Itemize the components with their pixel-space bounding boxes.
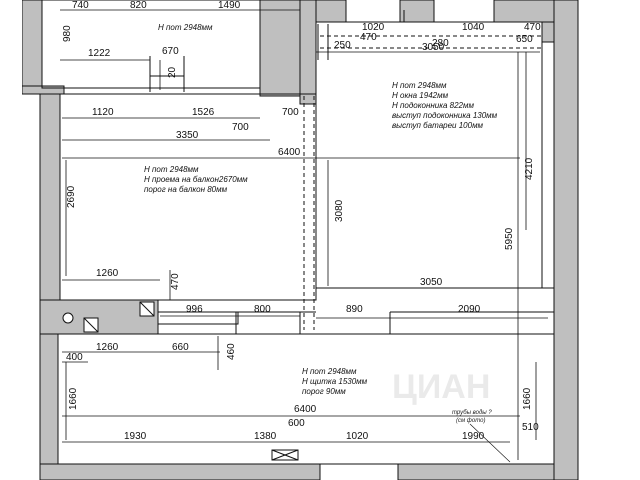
dim-4210: 4210: [524, 157, 535, 180]
dim-20: 20: [167, 66, 178, 78]
note-bedroom-5: выступ батареи 100мм: [392, 121, 484, 130]
watermark-logo: ЦИАН: [392, 368, 490, 406]
wall-top-right-1: [315, 0, 347, 23]
note-bedroom-2: Н окна 1942мм: [392, 91, 449, 100]
pipes-leader: [469, 423, 511, 463]
dim-1660-right: 1660: [522, 387, 533, 410]
dim-1526: 1526: [192, 107, 215, 118]
dim-670: 670: [162, 46, 179, 57]
dim-890: 890: [346, 304, 363, 315]
dim-700-a: 700: [282, 107, 299, 118]
note-bedroom-3: Н подоконника 822мм: [392, 101, 474, 110]
dim-6400-top: 6400: [278, 147, 301, 158]
dim-2690: 2690: [66, 185, 77, 208]
dim-470-mid: 470: [170, 273, 181, 290]
dim-1260-a: 1260: [96, 268, 119, 279]
dim-1990: 1990: [462, 431, 485, 442]
note-pipes-2: (см фото): [456, 418, 485, 424]
dim-1490: 1490: [218, 0, 241, 11]
note-hall-1: Н пот 2948мм: [302, 367, 357, 376]
dashed-partition: [303, 35, 544, 330]
dim-3350: 3350: [176, 130, 199, 141]
note-bedroom-1: Н пот 2948мм: [392, 81, 447, 90]
dim-740: 740: [72, 0, 89, 11]
wall-top-right-2: [399, 0, 435, 23]
dim-800: 800: [254, 304, 271, 315]
note-bedroom-4: выступ подоконника 130мм: [392, 111, 498, 120]
room-hall: [57, 333, 555, 465]
dim-1260-b: 1260: [96, 342, 119, 353]
room-notes: Н пот 2948мм Н пот 2948мм Н окна 1942мм …: [144, 23, 511, 463]
note-hall-3: порог 90мм: [302, 387, 346, 396]
wall-left-outer: [0, 0, 22, 480]
dimension-labels: 740 820 1490 980 1222 670 20 1020 1040 4…: [62, 0, 541, 442]
dim-650: 650: [516, 34, 533, 45]
wall-left-top: [21, 0, 43, 91]
dim-3050-top: 3050: [422, 42, 445, 53]
dim-700-b: 700: [232, 122, 249, 133]
dim-460: 460: [226, 343, 237, 360]
dim-3050-mid: 3050: [420, 277, 443, 288]
wall-balcony-right: [259, 0, 301, 97]
wall-bottom-left: [39, 463, 321, 480]
dim-400: 400: [66, 352, 83, 363]
pipe-circle: [62, 312, 74, 324]
note-balcony: Н пот 2948мм: [158, 23, 213, 32]
dim-3080: 3080: [334, 199, 345, 222]
walls: [0, 0, 579, 480]
note-hall-2: Н щитка 1530мм: [302, 377, 368, 386]
wall-bottom-right: [397, 463, 555, 480]
note-living-1: Н пот 2948мм: [144, 165, 199, 174]
wall-right: [553, 0, 579, 480]
balcony-door: [149, 10, 495, 92]
room-balcony: [41, 0, 261, 89]
dim-2090: 2090: [458, 304, 481, 315]
dim-820: 820: [130, 0, 147, 11]
dim-980: 980: [62, 25, 73, 42]
dim-1040: 1040: [462, 22, 485, 33]
dim-1660-left: 1660: [68, 387, 79, 410]
dim-1020-bottom: 1020: [346, 431, 369, 442]
dim-510: 510: [522, 422, 539, 433]
note-living-3: порог на балкон 80мм: [144, 185, 228, 194]
dim-5950: 5950: [504, 227, 515, 250]
dim-1930: 1930: [124, 431, 147, 442]
dim-1120: 1120: [92, 107, 114, 118]
wall-left-upper: [21, 85, 65, 95]
wall-shaft: [39, 299, 159, 335]
wall-bedroom-left: [299, 0, 317, 105]
note-living-2: Н проема на балкон2670мм: [144, 175, 248, 184]
dim-996: 996: [186, 304, 203, 315]
dim-6400-bottom: 6400: [294, 404, 317, 415]
dim-1380: 1380: [254, 431, 277, 442]
shafts: [62, 301, 299, 461]
dim-280: 280: [432, 38, 449, 49]
wall-top-right-3: [493, 0, 555, 23]
wall-left-main: [39, 93, 61, 303]
dim-470-tr: 470: [524, 22, 541, 33]
dimension-lines: [60, 9, 548, 460]
note-pipes-1: трубы воды ?: [452, 410, 492, 416]
wall-right-inner-top: [541, 21, 555, 43]
dim-1222: 1222: [88, 48, 111, 59]
dim-250: 250: [334, 40, 351, 51]
dim-1020-top: 1020: [362, 22, 385, 33]
dim-660: 660: [172, 342, 189, 353]
dim-470-a: 470: [360, 32, 377, 43]
dim-600: 600: [288, 418, 305, 429]
